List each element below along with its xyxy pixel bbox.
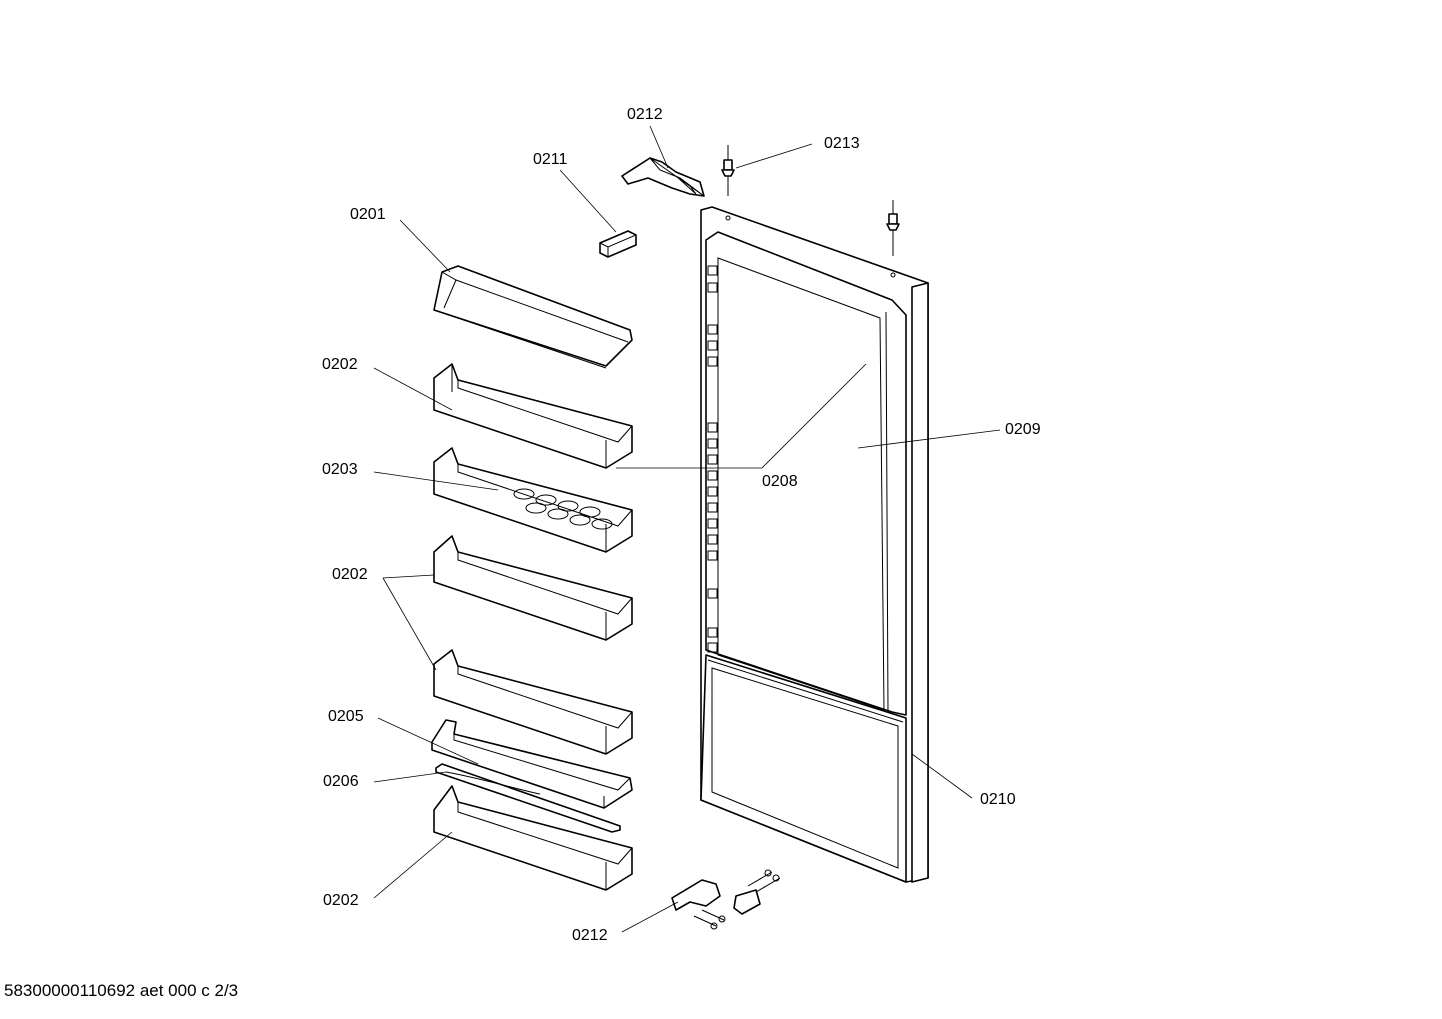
rail-0206 — [435, 763, 621, 833]
door-assembly — [700, 206, 929, 883]
shelf-0201 — [433, 265, 633, 369]
shelf-0205 — [431, 719, 633, 809]
hinge-pin-top-right — [886, 200, 900, 256]
label-0208: 0208 — [762, 473, 798, 490]
label-0202-2: 0202 — [332, 566, 368, 583]
door-shelf-slots — [707, 265, 718, 653]
label-0211: 0211 — [533, 151, 568, 168]
shelf-0202-4 — [433, 785, 633, 891]
label-0201: 0201 — [350, 206, 386, 223]
label-0202-3: 0202 — [323, 892, 359, 909]
drawing-reference-number: 58300000110692 aet 000 c 2/3 — [4, 981, 239, 1000]
label-0210: 0210 — [980, 791, 1016, 808]
bottom-hinge-bracket — [671, 869, 781, 930]
label-0213: 0213 — [824, 135, 860, 152]
leader-lines — [373, 125, 1001, 933]
label-0205: 0205 — [328, 708, 364, 725]
top-hinge-bracket — [621, 157, 705, 197]
label-0212-top: 0212 — [627, 106, 663, 123]
hinge-pin-top-left — [721, 145, 735, 196]
label-0202-1: 0202 — [322, 356, 358, 373]
label-0206: 0206 — [323, 773, 359, 790]
shelf-0203-egg-tray — [433, 447, 633, 553]
label-0212-bottom: 0212 — [572, 927, 608, 944]
label-0203: 0203 — [322, 461, 358, 478]
label-0209: 0209 — [1005, 421, 1041, 438]
shelf-0202-2 — [433, 535, 633, 641]
part-labels: 0212 0211 0213 0201 0202 0203 0208 0209 … — [322, 106, 1041, 944]
small-cover-block — [599, 230, 637, 258]
shelf-0202-1 — [433, 363, 633, 469]
shelf-0202-3 — [433, 649, 633, 755]
